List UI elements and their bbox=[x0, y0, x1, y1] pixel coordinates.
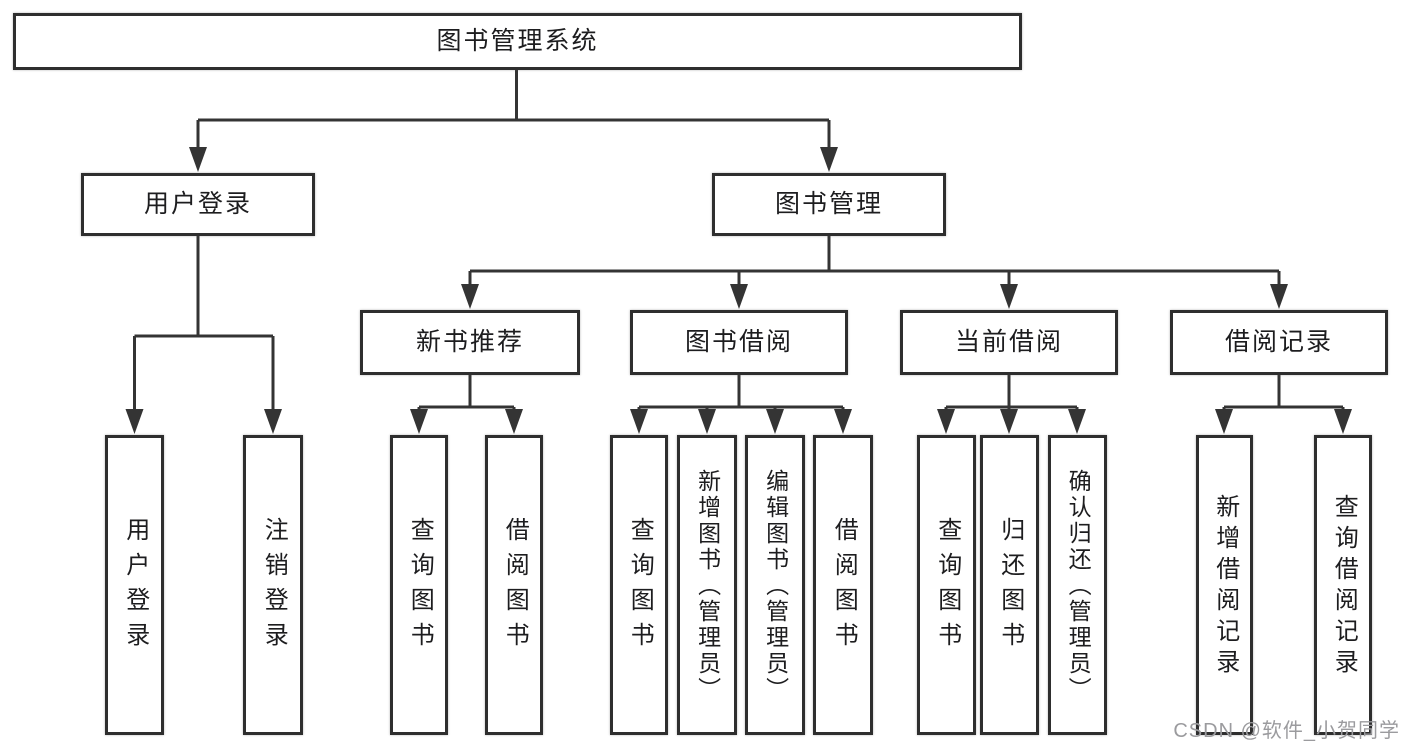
leaf-query-book-recommend: 查询图书 bbox=[390, 435, 448, 735]
node-book-borrow: 图书借阅 bbox=[630, 310, 848, 375]
leaf-edit-book-admin: 编辑图书（管理员） bbox=[745, 435, 805, 735]
leaf-confirm-return-admin: 确认归还（管理员） bbox=[1048, 435, 1107, 735]
leaf-query-book-current: 查询图书 bbox=[917, 435, 976, 735]
leaf-borrow-book-recommend: 借阅图书 bbox=[485, 435, 543, 735]
leaf-return-book: 归还图书 bbox=[980, 435, 1039, 735]
leaf-query-book-borrow: 查询图书 bbox=[610, 435, 668, 735]
node-borrow-record: 借阅记录 bbox=[1170, 310, 1388, 375]
arrowheads bbox=[125, 147, 1352, 434]
node-new-book-recommend: 新书推荐 bbox=[360, 310, 580, 375]
leaf-add-borrow-record: 新增借阅记录 bbox=[1196, 435, 1253, 735]
leaf-borrow-book: 借阅图书 bbox=[813, 435, 873, 735]
csdn-watermark: CSDN @软件_小贺同学 bbox=[1173, 720, 1400, 742]
node-user-login: 用户登录 bbox=[81, 173, 315, 236]
leaf-query-borrow-record: 查询借阅记录 bbox=[1314, 435, 1372, 735]
leaf-logout: 注销登录 bbox=[243, 435, 303, 735]
leaf-user-login: 用户登录 bbox=[105, 435, 164, 735]
leaf-add-book-admin: 新增图书（管理员） bbox=[677, 435, 737, 735]
node-root-system: 图书管理系统 bbox=[13, 13, 1022, 70]
node-book-management: 图书管理 bbox=[712, 173, 946, 236]
node-current-borrow: 当前借阅 bbox=[900, 310, 1118, 375]
